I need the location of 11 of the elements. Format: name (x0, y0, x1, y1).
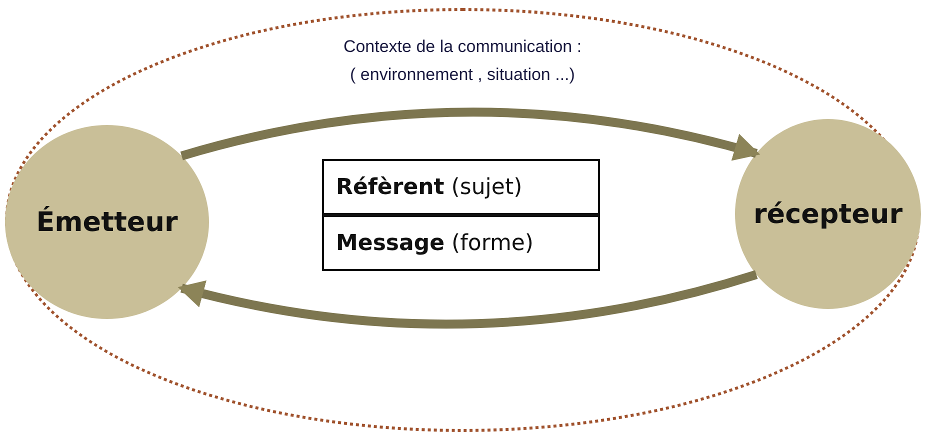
context-ellipse (5, 8, 920, 432)
curved-arrow (180, 108, 760, 162)
actor-label: Émetteur (36, 206, 178, 238)
content-text: Message (forme) (336, 230, 534, 256)
curved-arrow (178, 270, 758, 328)
content-text: Réfèrent (sujet) (336, 174, 522, 200)
actor-label: récepteur (753, 198, 903, 230)
context-text: ( environnement , situation ...) (350, 64, 575, 86)
context-text: Contexte de la communication : (343, 36, 582, 58)
content-box (322, 159, 600, 215)
content-box (322, 215, 600, 271)
